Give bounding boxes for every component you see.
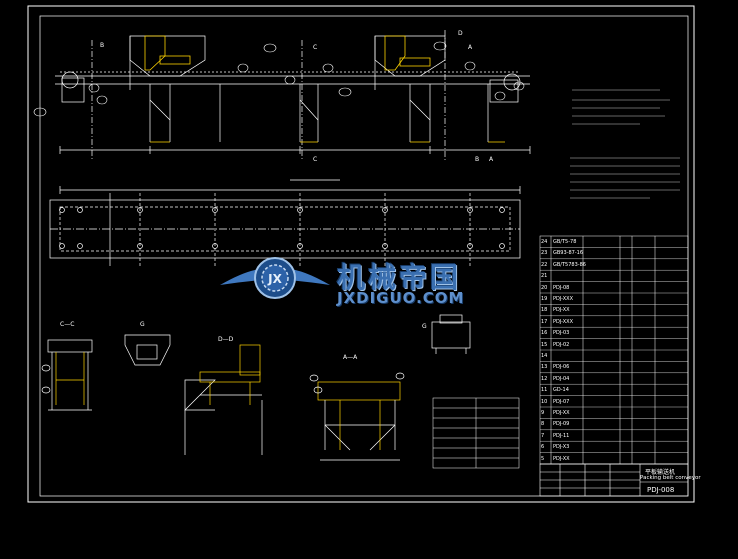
title-block [539,463,689,497]
section-mark-c-top: C [313,44,318,51]
section-mark-d-top: D [458,30,463,37]
part-code: PDJ-02 [553,341,570,348]
plan-view [49,179,521,266]
spec-table [432,397,520,469]
section-mark-a-top: A [468,44,473,51]
part-code: GB/T5-78 [553,239,577,245]
part-number: 5 [541,455,545,462]
part-code: PDJ-XX [553,455,570,462]
part-code: PDJ-07 [553,398,570,405]
section-mark-c-bottom: C [313,156,318,163]
part-number: 23 [541,250,548,257]
part-number: 24 [541,239,548,245]
part-number: 8 [541,421,545,428]
front-elevation-view [55,30,531,160]
part-number: 15 [541,341,548,348]
part-code: PDJ-04 [553,375,570,382]
part-number: 7 [541,432,545,439]
part-number: 12 [541,375,548,382]
watermark-emblem: JX [220,257,330,299]
part-code: PDJ-XXX [553,296,573,302]
parts-list-rows [540,247,688,465]
part-code: PDJ-XX [553,410,570,416]
watermark-english-text: JXDIGUO.COM [337,289,465,307]
part-number: 19 [541,296,548,302]
part-code: GB/T5783-86 [553,261,586,268]
part-code: PDJ-03 [553,330,570,337]
part-number: 10 [541,398,548,405]
part-balloons [33,41,525,117]
part-number: 11 [541,387,548,394]
section-mark-a-bottom: A [489,156,494,163]
view-label-g: G [140,321,145,328]
section-mark-b-bottom: B [475,156,480,163]
part-number: 6 [541,444,545,451]
section-dd-view [184,344,263,455]
part-code: GB93-87-16 [553,250,583,257]
part-number: 20 [541,284,548,291]
part-number: 22 [541,261,548,268]
title-en: Packing belt conveyor [640,475,701,481]
part-code: PDJ-X3 [553,444,570,451]
section-aa-view [309,372,405,461]
part-code: PDJ-09 [553,421,570,428]
technical-notes [570,89,680,199]
section-mark-b-top: B [100,42,105,49]
detail-g-view [124,334,171,366]
part-code: PDJ-06 [553,364,570,371]
part-number: 13 [541,364,548,371]
watermark-chinese-text: 机械帝国 [337,261,462,294]
section-cc-view [41,339,93,411]
part-code: PDJ-XX [553,307,570,314]
drive-unit-detail [144,35,505,143]
part-number: 16 [541,330,548,337]
part-number: 9 [541,410,545,416]
part-number: 14 [541,353,548,359]
part-number: 17 [541,318,548,325]
part-code: GD-14 [553,387,569,394]
part-code: PDJ-11 [553,432,570,439]
part-number: 18 [541,307,548,314]
view-label-cc: C—C [60,321,75,328]
part-code: PDJ-XXX [553,318,573,325]
view-label-aa: A—A [343,354,358,361]
outer-frame [27,5,695,503]
part-code: PDJ-08 [553,284,570,291]
detail-g2-view [431,314,471,354]
title-cn: 平板输送机 [645,469,676,476]
view-label-g2: G [422,323,427,330]
part-number: 21 [541,273,548,280]
drawing-number: PDJ-008 [647,486,675,494]
view-label-dd: D—D [218,336,234,343]
emblem-text: JX [267,272,282,286]
